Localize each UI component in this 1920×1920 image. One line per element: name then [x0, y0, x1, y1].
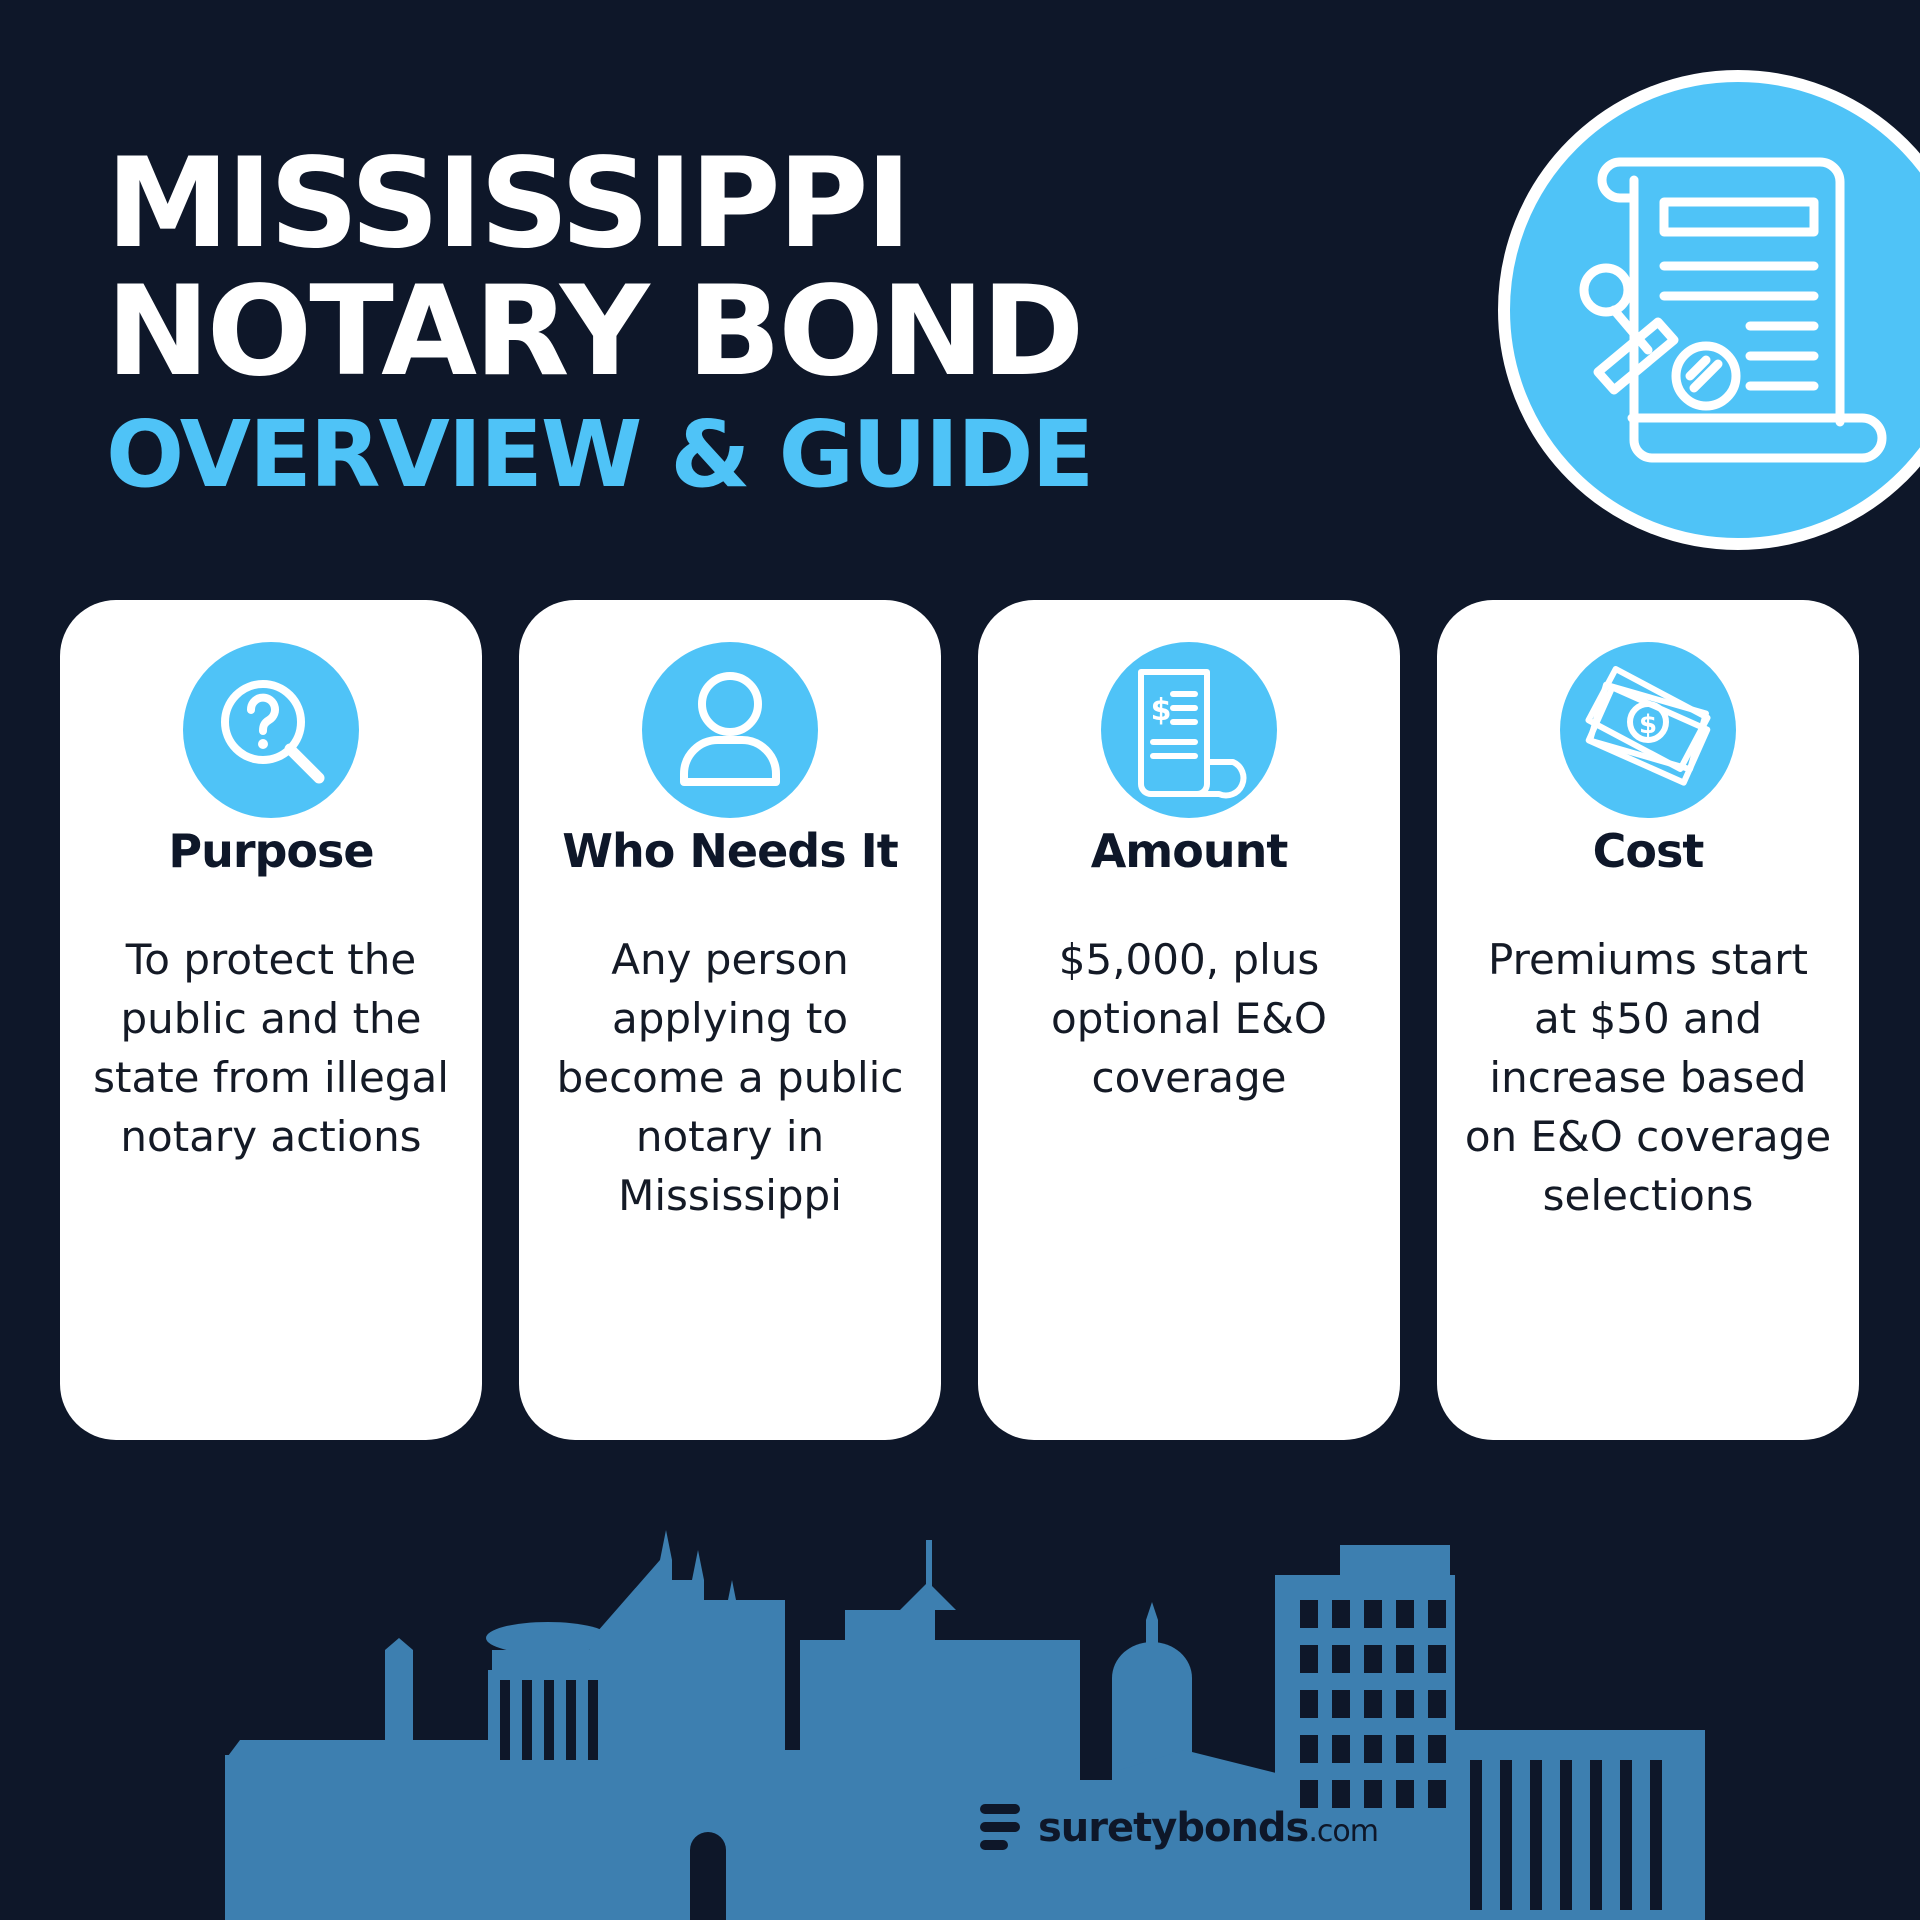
logo-main: suretybonds [1038, 1805, 1309, 1851]
card-body: To protect the public and the state from… [93, 935, 449, 1161]
search-question-icon [183, 642, 359, 818]
card-body: $5,000, plus optional E&O coverage [1051, 935, 1327, 1102]
card-purpose: Purpose To protect the public and the st… [60, 600, 482, 1440]
card-title: Cost [1592, 824, 1705, 878]
invoice-dollar-icon: $ [1101, 642, 1277, 818]
info-cards: Purpose To protect the public and the st… [60, 600, 1860, 1440]
title-block: MISSISSIPPI NOTARY BOND OVERVIEW & GUIDE [106, 132, 1094, 510]
logo-text: suretybonds.com [1038, 1805, 1379, 1851]
svg-text:$: $ [1151, 693, 1172, 728]
page-title-line-1: MISSISSIPPI [106, 132, 912, 276]
card-title: Amount [1090, 824, 1289, 878]
money-bills-icon: $ [1560, 642, 1736, 818]
logo-suffix: .com [1308, 1814, 1379, 1849]
page-title-line-2: NOTARY BOND [106, 260, 1084, 404]
card-body: Premiums start at $50 and increase based… [1464, 935, 1832, 1220]
suretybonds-logo-icon [980, 1804, 1020, 1850]
card-who-needs-it: Who Needs It Any person applying to beco… [519, 600, 941, 1440]
card-body: Any person applying to become a public n… [556, 935, 904, 1220]
svg-text:$: $ [1639, 710, 1657, 740]
card-amount: $ Amount $5,000, plus optional E&O cover… [978, 600, 1400, 1440]
person-icon [642, 642, 818, 818]
notary-document-stamp-icon [1498, 70, 1920, 550]
card-title: Who Needs It [562, 824, 898, 878]
city-skyline [225, 1530, 1705, 1920]
card-cost: $ Cost Premiums start at $50 and increas… [1437, 600, 1859, 1440]
suretybonds-logo: suretybonds.com [976, 1800, 1379, 1856]
page-subtitle: OVERVIEW & GUIDE [106, 401, 1094, 508]
card-title: Purpose [168, 824, 374, 878]
